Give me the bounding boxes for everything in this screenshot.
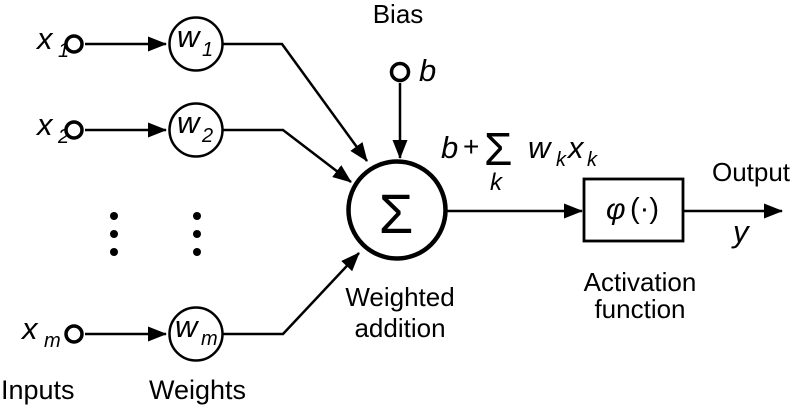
activation-phi-symbol: φ <box>606 193 626 226</box>
input-row-1: x 1 w 1 <box>35 16 369 162</box>
output-label: Output <box>712 157 791 187</box>
bias-variable: b <box>419 53 436 88</box>
input-label-x2: x <box>35 107 54 142</box>
activation-function-label-line2: function <box>594 294 685 324</box>
input-terminal-2 <box>64 120 84 140</box>
activation-box <box>582 177 685 243</box>
weight-node-m <box>168 306 224 362</box>
activation-argument: (·) <box>630 193 659 225</box>
output-variable: y <box>731 214 751 249</box>
inputs-caption: Inputs <box>1 375 75 405</box>
weight1-to-sum-arrow <box>223 42 369 162</box>
weights-caption: Weights <box>149 375 246 405</box>
formula-bias: b <box>441 130 458 165</box>
weight-label-w1-subscript: 1 <box>202 39 213 61</box>
input-label-xm-subscript: m <box>44 330 61 352</box>
formula-input-subscript: k <box>587 149 598 171</box>
input-label-x1-subscript: 1 <box>58 40 69 62</box>
weight-label-w2: w <box>177 105 202 140</box>
weight-label-w1: w <box>177 19 202 54</box>
weight-node-2 <box>168 102 224 158</box>
weight2-to-sum-arrow <box>223 128 352 183</box>
bias-terminal <box>389 61 411 83</box>
sum-formula: b + Σ k w k x k <box>441 123 598 196</box>
ellipsis-dot <box>110 248 118 256</box>
input-terminal-m <box>64 324 84 344</box>
output-group: Output y <box>683 157 791 249</box>
weight-label-wm: w <box>175 309 200 344</box>
formula-weight: w <box>528 130 553 165</box>
input-row-2: x 2 w 2 <box>35 102 352 183</box>
bias-label: Bias <box>373 0 424 29</box>
formula-input: x <box>566 130 585 165</box>
input-label-xm: x <box>20 311 39 346</box>
formula-sum-symbol: Σ <box>484 123 512 175</box>
input-label-x1: x <box>35 21 54 56</box>
ellipsis-dots <box>110 212 201 256</box>
formula-weight-subscript: k <box>556 149 567 171</box>
summation-group: Σ Weighted addition <box>345 159 455 343</box>
ellipsis-dot <box>193 248 201 256</box>
weight-label-wm-subscript: m <box>201 328 218 350</box>
summation-node <box>346 159 448 261</box>
activation-group: φ (·) Activation function <box>582 177 697 324</box>
ellipsis-dot <box>193 212 201 220</box>
bias-group: Bias b <box>373 0 436 159</box>
ellipsis-dot <box>193 230 201 238</box>
weight-node-1 <box>168 16 224 72</box>
ellipsis-dot <box>110 212 118 220</box>
summation-symbol: Σ <box>379 182 414 245</box>
weightm-to-sum-arrow <box>223 252 360 336</box>
formula-plus: + <box>463 131 479 162</box>
weighted-addition-label-line2: addition <box>354 313 445 343</box>
weighted-addition-label-line1: Weighted <box>345 282 454 312</box>
formula-sum-index: k <box>490 169 504 196</box>
input-terminal-1 <box>64 34 84 54</box>
input-row-m: x m w m <box>20 252 360 362</box>
ellipsis-dot <box>110 230 118 238</box>
weight-label-w2-subscript: 2 <box>201 125 213 147</box>
activation-function-label-line1: Activation <box>584 267 697 297</box>
